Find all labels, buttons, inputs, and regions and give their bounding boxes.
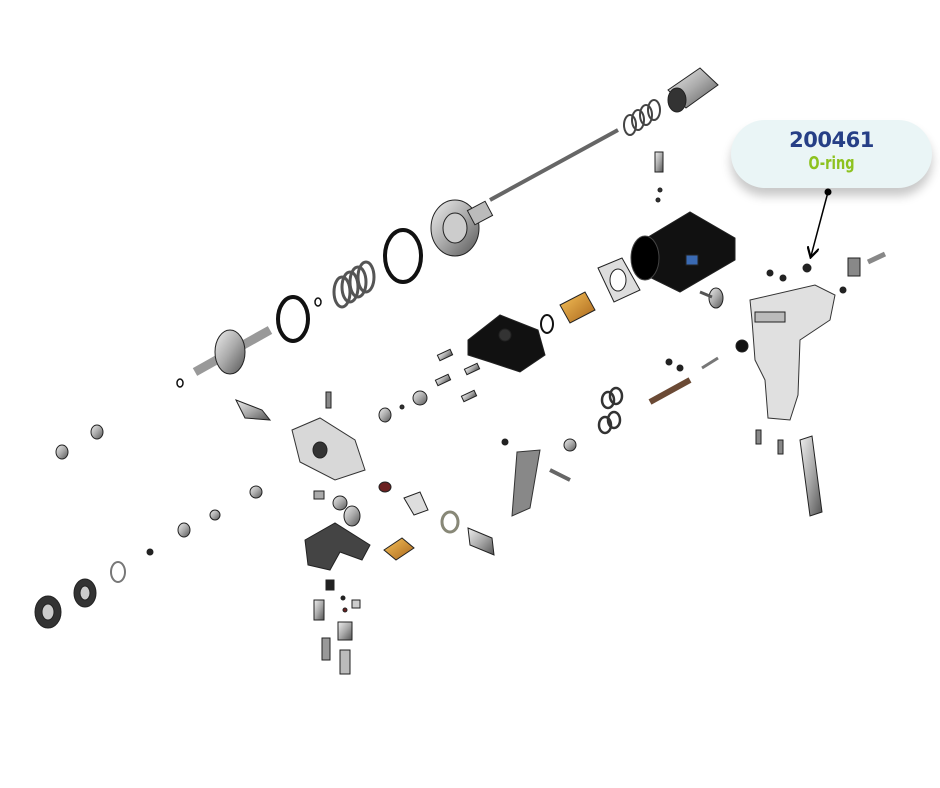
gun-body[interactable] [749,284,836,421]
spring-large[interactable] [332,260,376,309]
callout-leader-dot [824,188,832,196]
mixing-block[interactable] [291,417,366,481]
nut[interactable] [676,364,684,372]
o-ring-200461[interactable] [802,263,812,273]
valve-stem[interactable] [648,377,692,405]
nut[interactable] [735,339,749,353]
screen-fitting[interactable] [378,481,429,516]
brass-fitting[interactable] [559,291,596,324]
o-ring-small[interactable] [314,297,322,307]
nut[interactable] [249,485,263,499]
o-ring-medium[interactable] [276,295,310,343]
valve-plug[interactable] [467,527,495,556]
spring-small[interactable] [623,99,661,136]
ball[interactable] [501,438,509,446]
o-ring-tiny[interactable] [176,378,184,388]
cylinder-sleeve[interactable] [667,67,719,113]
plug[interactable] [779,274,787,282]
fitting[interactable] [378,390,428,423]
part-name: O-ring [808,153,855,174]
gun-bracket[interactable] [304,522,371,571]
o-ring[interactable] [440,510,460,534]
callout-leader-arrow [811,191,829,256]
handle-rod[interactable] [799,435,823,517]
screw[interactable] [777,439,784,455]
part-callout: 200461 O-ring [731,120,932,188]
washer[interactable] [655,197,661,203]
retaining-ring[interactable] [110,561,126,583]
check-valve-left[interactable] [55,424,104,460]
piston[interactable] [430,199,494,257]
nut[interactable] [209,509,221,521]
check-valve[interactable] [699,287,724,309]
seal[interactable] [146,548,154,556]
piston-shaft[interactable] [192,326,273,376]
gasket[interactable] [597,257,641,303]
nut[interactable] [177,522,191,538]
trigger-pin[interactable] [549,468,571,482]
part-number: 200461 [789,128,874,152]
nut[interactable] [563,438,577,452]
valve-screw[interactable] [325,391,332,409]
valve-block[interactable] [467,314,546,373]
cap-screw[interactable] [866,251,887,265]
nut[interactable] [665,358,673,366]
washer[interactable] [657,187,663,193]
brass-connector[interactable] [383,537,415,561]
nozzle-fitting[interactable] [234,399,272,421]
motor-housing[interactable] [630,211,736,293]
small-parts[interactable] [313,490,361,527]
o-ring-large[interactable] [383,228,423,284]
plug[interactable] [766,269,774,277]
mixing-disc[interactable] [73,578,97,608]
screw-set[interactable] [434,348,481,403]
adapter-block[interactable] [847,257,861,277]
screw[interactable] [654,151,664,173]
trigger[interactable] [511,449,541,517]
spring-valve[interactable] [597,386,624,435]
o-ring[interactable] [540,314,554,334]
mixing-disc[interactable] [34,595,62,629]
screw[interactable] [755,429,762,445]
plug[interactable] [839,286,847,294]
needle-rod[interactable] [489,128,619,202]
pin[interactable] [701,356,719,370]
lower-fittings[interactable] [313,579,361,675]
